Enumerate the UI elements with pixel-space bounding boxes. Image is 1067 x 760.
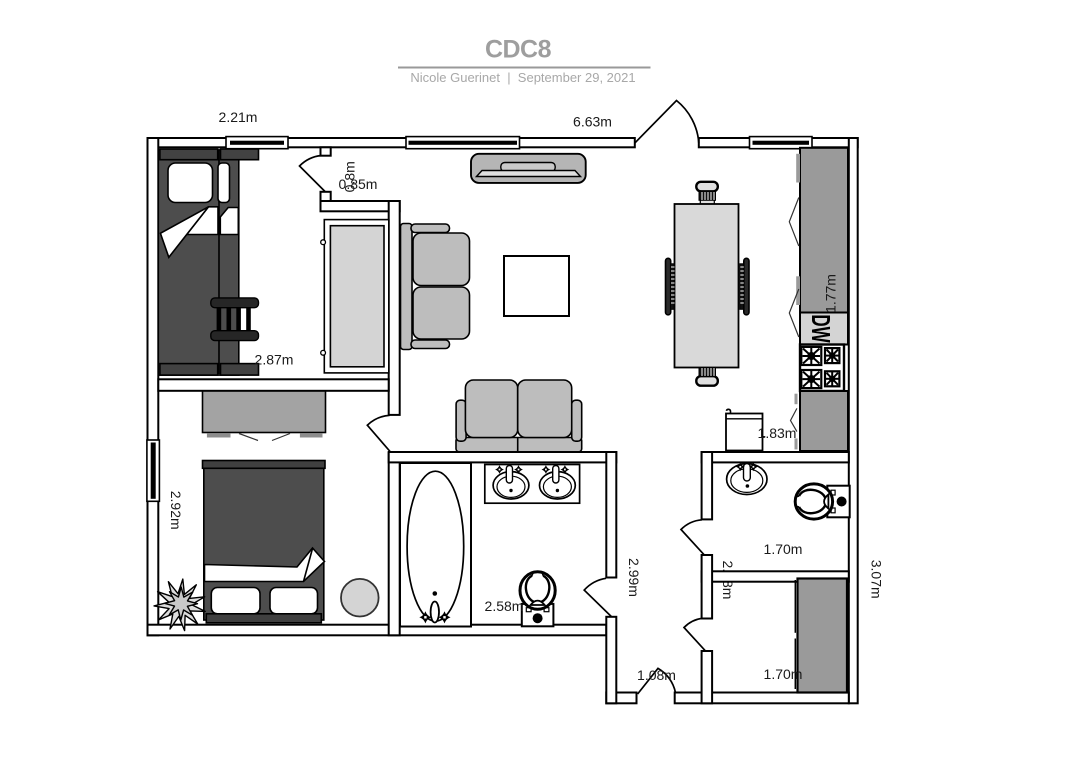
svg-text:2.87m: 2.87m [255, 352, 294, 368]
svg-text:0.8m: 0.8m [342, 161, 358, 192]
svg-text:1.83m: 1.83m [758, 425, 797, 441]
svg-text:2.58m: 2.58m [485, 598, 524, 614]
svg-text:2.99m: 2.99m [626, 558, 642, 597]
svg-text:2.92m: 2.92m [168, 491, 184, 530]
svg-text:DW: DW [806, 314, 836, 342]
svg-text:3.07m: 3.07m [868, 560, 884, 599]
svg-text:1.08m: 1.08m [637, 667, 676, 683]
svg-text:1.77m: 1.77m [823, 274, 839, 313]
svg-text:1.70m: 1.70m [764, 666, 803, 682]
svg-text:1.70m: 1.70m [764, 541, 803, 557]
svg-text:CDC8: CDC8 [485, 36, 552, 64]
svg-text:0.85m: 0.85m [339, 176, 378, 192]
svg-text:2.21m: 2.21m [219, 109, 258, 125]
svg-text:Nicole Guerinet | September: Nicole Guerinet | September 29, 2021 [410, 70, 635, 85]
svg-text:6.63m: 6.63m [573, 114, 612, 130]
